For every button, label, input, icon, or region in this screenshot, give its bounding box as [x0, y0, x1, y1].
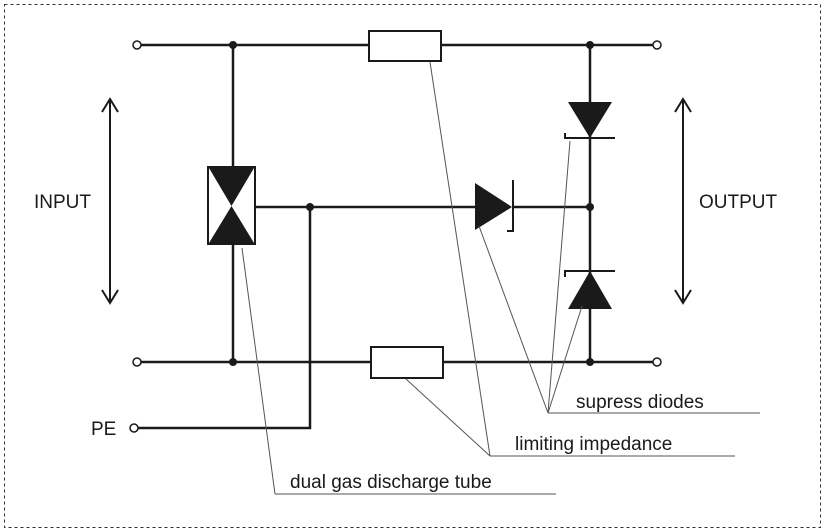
input-double-arrow: [101, 97, 119, 305]
junction-dots: [229, 41, 594, 366]
dashed-border: [4, 4, 821, 528]
top-suppress-diode: [564, 102, 615, 139]
dual-gas-discharge-tube-label: dual gas discharge tube: [290, 472, 492, 493]
supress-diodes-label: supress diodes: [576, 392, 704, 413]
limiting-impedance-top: [368, 30, 442, 62]
output-label: OUTPUT: [699, 192, 778, 213]
middle-diode: [475, 180, 514, 232]
limiting-impedance-bottom: [370, 346, 444, 379]
input-terminal-bottom: [132, 357, 142, 367]
limiting-impedance-label: limiting impedance: [515, 434, 672, 455]
output-double-arrow: [674, 97, 692, 305]
pe-wire: [138, 207, 312, 430]
output-terminal-top: [652, 40, 662, 50]
leader-lines: [241, 61, 760, 495]
bottom-suppress-diode: [564, 270, 615, 309]
pe-terminal: [129, 423, 139, 433]
input-terminal-top: [132, 40, 142, 50]
dual-gas-discharge-tube: [207, 166, 256, 245]
pe-label: PE: [91, 419, 116, 440]
input-label: INPUT: [34, 192, 91, 213]
output-terminal-bottom: [652, 357, 662, 367]
